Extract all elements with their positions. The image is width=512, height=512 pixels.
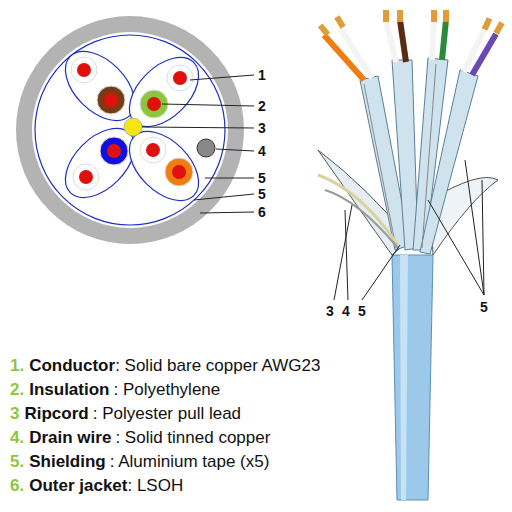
callout-number: 4 — [342, 304, 350, 318]
part-name: Outer jacket — [29, 476, 127, 495]
callout-number: 2 — [258, 99, 266, 113]
callout-number: 1 — [258, 68, 266, 82]
item-number: 3 — [10, 404, 19, 423]
part-name: Conductor — [29, 356, 115, 375]
callout-number: 5 — [358, 304, 366, 318]
item-number: 1. — [10, 356, 24, 375]
item-number: 5. — [10, 452, 24, 471]
callout-number: 5 — [258, 187, 266, 201]
cable-3d — [318, 10, 505, 500]
item-number: 4. — [10, 428, 24, 447]
cross-section — [16, 16, 244, 244]
part-name: Ripcord — [24, 404, 88, 423]
callout-number: 5 — [258, 171, 266, 185]
item-number: 2. — [10, 380, 24, 399]
legend-row: 1. Conductor: Solid bare copper AWG23 — [10, 356, 321, 376]
part-name: Drain wire — [29, 428, 111, 447]
legend-row: 2. Insulation: Polyethylene — [10, 380, 220, 400]
legend-row: 5. Shielding: Aluminium tape (x5) — [10, 452, 269, 472]
part-description: : Solid bare copper AWG23 — [115, 356, 320, 375]
part-name: Shielding — [29, 452, 106, 471]
part-description: : Polyethylene — [113, 380, 220, 399]
part-name: Insulation — [29, 380, 109, 399]
part-description: : Aluminium tape (x5) — [110, 452, 270, 471]
callout-number: 5 — [480, 300, 488, 314]
legend-row: 4. Drain wire: Solid tinned copper — [10, 428, 270, 448]
legend-row: 6. Outer jacket: LSOH — [10, 476, 183, 496]
leader-lines — [142, 75, 254, 213]
callout-number: 4 — [258, 144, 266, 158]
legend-row: 3 Ripcord : Polyester pull lead — [10, 404, 241, 424]
leader-lines — [334, 160, 484, 300]
item-number: 6. — [10, 476, 24, 495]
callout-number: 6 — [258, 205, 266, 219]
part-description: : Polyester pull lead — [93, 404, 241, 423]
part-description: : Solid tinned copper — [115, 428, 270, 447]
callout-number: 3 — [326, 304, 334, 318]
callout-number: 3 — [258, 121, 266, 135]
part-description: : LSOH — [127, 476, 183, 495]
